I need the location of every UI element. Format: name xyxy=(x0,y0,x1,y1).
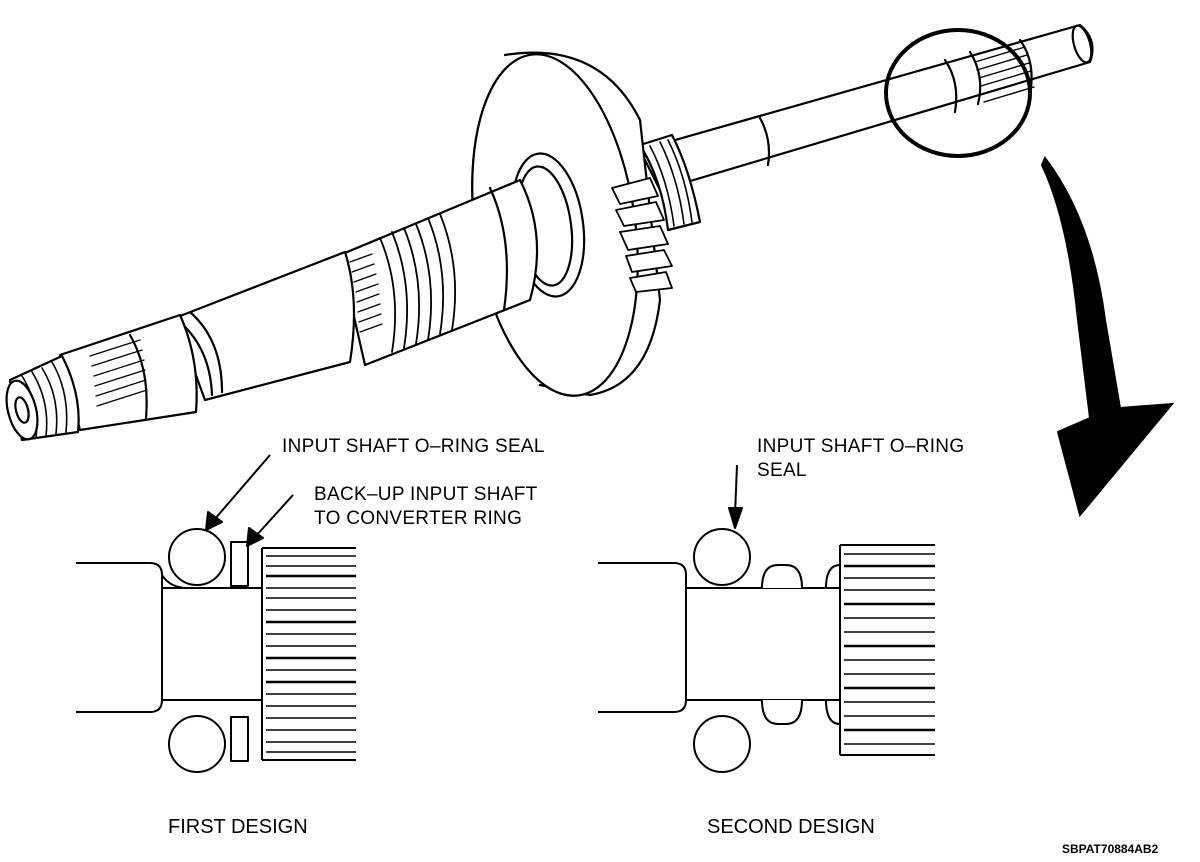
second-splines xyxy=(844,553,935,745)
first-design-detail xyxy=(76,454,356,773)
second-oring-label-line1: INPUT SHAFT O–RING xyxy=(757,436,965,457)
second-oring-label-line2: SEAL xyxy=(757,460,807,481)
gear-teeth xyxy=(611,177,673,293)
backup-ring-bottom xyxy=(230,716,249,762)
second-design-caption: SECOND DESIGN xyxy=(707,816,875,838)
second-design-detail xyxy=(598,464,935,773)
backup-ring-top xyxy=(230,541,249,587)
hub-splines xyxy=(349,253,383,333)
first-backup-label-line2: TO CONVERTER RING xyxy=(314,508,523,529)
left-splines xyxy=(89,339,148,407)
shaft-assembly-illustration xyxy=(5,23,1094,442)
curved-arrow-icon xyxy=(1040,156,1175,518)
reference-code: SBPAT70884AB2 xyxy=(1062,842,1159,856)
first-splines xyxy=(266,555,356,753)
o-ring-top xyxy=(168,528,226,586)
first-backup-label-line1: BACK–UP INPUT SHAFT xyxy=(314,484,538,505)
second-o-ring-bottom xyxy=(693,715,751,773)
right-splines xyxy=(974,46,1035,103)
detail-circle-icon xyxy=(884,28,1032,158)
seal-grooves xyxy=(379,213,456,353)
first-oring-label: INPUT SHAFT O–RING SEAL xyxy=(282,436,545,457)
gear-disc xyxy=(471,51,673,397)
first-design-caption: FIRST DESIGN xyxy=(168,816,308,838)
second-o-ring-top xyxy=(693,528,751,586)
o-ring-bottom xyxy=(168,715,226,773)
